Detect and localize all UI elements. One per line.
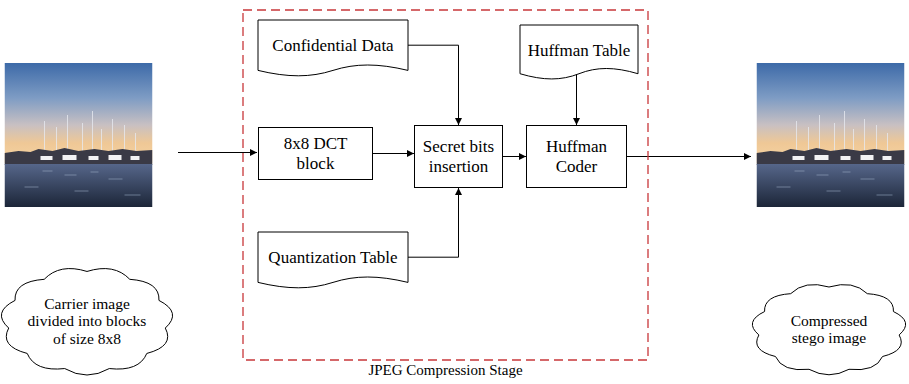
flow-connector xyxy=(408,45,459,125)
flow-arrow xyxy=(627,156,751,157)
flow-connector xyxy=(373,153,414,154)
node-label: Confidential Data xyxy=(272,36,393,55)
process-box: Secret bits insertion xyxy=(414,125,503,188)
text-area: Compressed stego image xyxy=(752,279,906,379)
flow-arrow xyxy=(178,152,257,153)
text-area: Huffman Coder xyxy=(527,126,626,187)
text-block: JPEG Compression Stage xyxy=(243,362,648,379)
node-label: 8x8 DCT block xyxy=(264,134,367,172)
node-label: Huffman Table xyxy=(528,41,631,60)
text-block: Confidential Data xyxy=(272,36,393,55)
text-area: Secret bits insertion xyxy=(415,126,502,187)
text-block: Secret bits insertion xyxy=(420,137,497,175)
text-area: Huffman Table xyxy=(520,25,638,83)
stage-label: JPEG Compression Stage xyxy=(243,362,648,379)
flow-connector xyxy=(408,188,459,257)
node-label: Carrier image divided into blocks of siz… xyxy=(24,295,150,347)
node-label: Huffman Coder xyxy=(532,137,621,175)
node-label: Compressed stego image xyxy=(777,312,881,347)
process-box: 8x8 DCT block xyxy=(258,127,373,180)
text-area: Confidential Data xyxy=(258,20,408,80)
text-block: Huffman Table xyxy=(528,41,631,60)
text-block: Quantization Table xyxy=(268,248,397,267)
text-block: Carrier image divided into blocks of siz… xyxy=(24,295,150,347)
carrier-photo xyxy=(3,63,154,207)
text-area: JPEG Compression Stage xyxy=(243,362,648,379)
output-cloud: Compressed stego image xyxy=(752,279,906,379)
text-area: Carrier image divided into blocks of siz… xyxy=(1,262,173,380)
text-block: Compressed stego image xyxy=(777,312,881,347)
node-label: Secret bits insertion xyxy=(420,137,497,175)
document-box: Confidential Data xyxy=(258,20,408,80)
text-area: 8x8 DCT block xyxy=(259,128,372,179)
flow-connector xyxy=(503,156,526,157)
flow-connector xyxy=(576,74,577,125)
document-box: Quantization Table xyxy=(258,232,408,292)
input-cloud: Carrier image divided into blocks of siz… xyxy=(1,262,173,380)
document-box: Huffman Table xyxy=(520,25,638,83)
process-box: Huffman Coder xyxy=(526,125,627,188)
text-block: Huffman Coder xyxy=(532,137,621,175)
stage-region: JPEG Compression StageConfidential DataH… xyxy=(243,10,648,360)
text-block: 8x8 DCT block xyxy=(264,134,367,172)
stego-photo xyxy=(755,63,906,207)
text-area: Quantization Table xyxy=(258,232,408,292)
node-label: Quantization Table xyxy=(268,248,397,267)
